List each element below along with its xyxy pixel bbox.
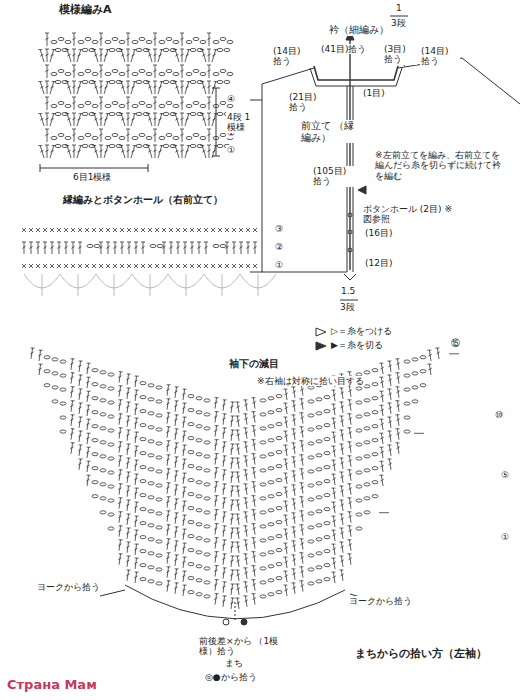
chart-label: 縁編みとボタンホール（右前立て） [62, 194, 224, 206]
chart-label: (16目) [364, 228, 393, 238]
chart-label: ▶＝糸を切る [330, 340, 384, 350]
chart-label: 3段 [339, 302, 356, 312]
buttonhole [348, 230, 352, 234]
chart-label: (14目) 拾う [272, 46, 312, 67]
double-crochet-symbols [22, 33, 459, 609]
chart-label: (3目) 拾う [383, 44, 417, 65]
chart-label: 前後差×から （1模様）拾う [198, 636, 280, 657]
chart-label: ① [500, 532, 510, 542]
chart-label: ② [274, 242, 284, 252]
chart-label: ※左前立てを編み、右前立てを編んだら糸を切らずに続けて衿を編む [374, 150, 504, 181]
chart-label: まち [224, 658, 244, 668]
chart-label: ボタンホール (2目) ※図参照 [362, 204, 454, 225]
chart-label: ヨークから拾う [36, 582, 101, 592]
chart-label: 袖下の減目 [228, 358, 280, 370]
chart-label: 1.5 [340, 286, 356, 296]
chart-label: ヨークから拾う [348, 596, 413, 606]
chart-label: ※右袖は対称に拾い目する [256, 376, 365, 386]
chart-label: (12目) [364, 258, 393, 268]
chart-label: 1 [395, 3, 403, 13]
stitch-symbols [22, 33, 459, 609]
previous-rows [24, 274, 276, 296]
chart-label: ③ [274, 224, 284, 234]
chart-label: ⑩ [494, 410, 504, 420]
direction-arrow [349, 34, 350, 270]
chart-label: (14目) 拾う [420, 46, 460, 67]
cut-yarn-mark [358, 186, 366, 194]
chart-label: ① [274, 260, 284, 270]
fraction-bar [340, 300, 358, 301]
chart-label: 模様編みA [58, 4, 113, 17]
join-yarn-mark [344, 274, 356, 280]
chart-label: ⑤ [500, 470, 510, 480]
chart-label: 3段 [390, 18, 407, 28]
chart-label: ① [226, 145, 236, 155]
chart-label: ◎●から拾う [204, 672, 258, 682]
gusset-line [125, 585, 345, 619]
pickup-mark [223, 619, 229, 625]
chart-label: 6目1模様 [72, 172, 112, 182]
buttonhole [348, 248, 352, 252]
chart-label: (41目)拾う [320, 44, 367, 54]
chart-label: (1目) [362, 88, 386, 98]
collar-band [314, 66, 398, 80]
chart-label: ▷＝糸をつける [330, 326, 393, 336]
shoulder-line [262, 68, 314, 84]
chart-label: 4段 1模様 [226, 112, 258, 133]
chart-label: (105目) 拾う [312, 166, 354, 187]
repeat-bracket [40, 164, 148, 172]
join-yarn-symbol [316, 328, 326, 336]
pickup-mark [241, 619, 247, 625]
garment-schematic [40, 16, 520, 625]
collar-band [310, 68, 402, 86]
cut-yarn-symbol [316, 342, 326, 350]
chart-label: 前立て （縁編み） [300, 120, 356, 143]
fraction-bar [390, 16, 408, 17]
chart-label: ④ [226, 94, 236, 104]
chain-symbols [44, 37, 426, 598]
center-line [235, 600, 236, 620]
chart-label: (21目) 拾う [288, 92, 328, 113]
buttonhole [348, 213, 352, 217]
chart-label: まちからの拾い方（左袖） [354, 648, 488, 661]
leader-line [100, 590, 370, 600]
single-crochet-symbols [22, 228, 257, 268]
watermark: Страна Мам [6, 678, 98, 693]
chart-label: 衿（細編み） [328, 24, 390, 36]
chart-label: ⑮ [450, 338, 461, 348]
